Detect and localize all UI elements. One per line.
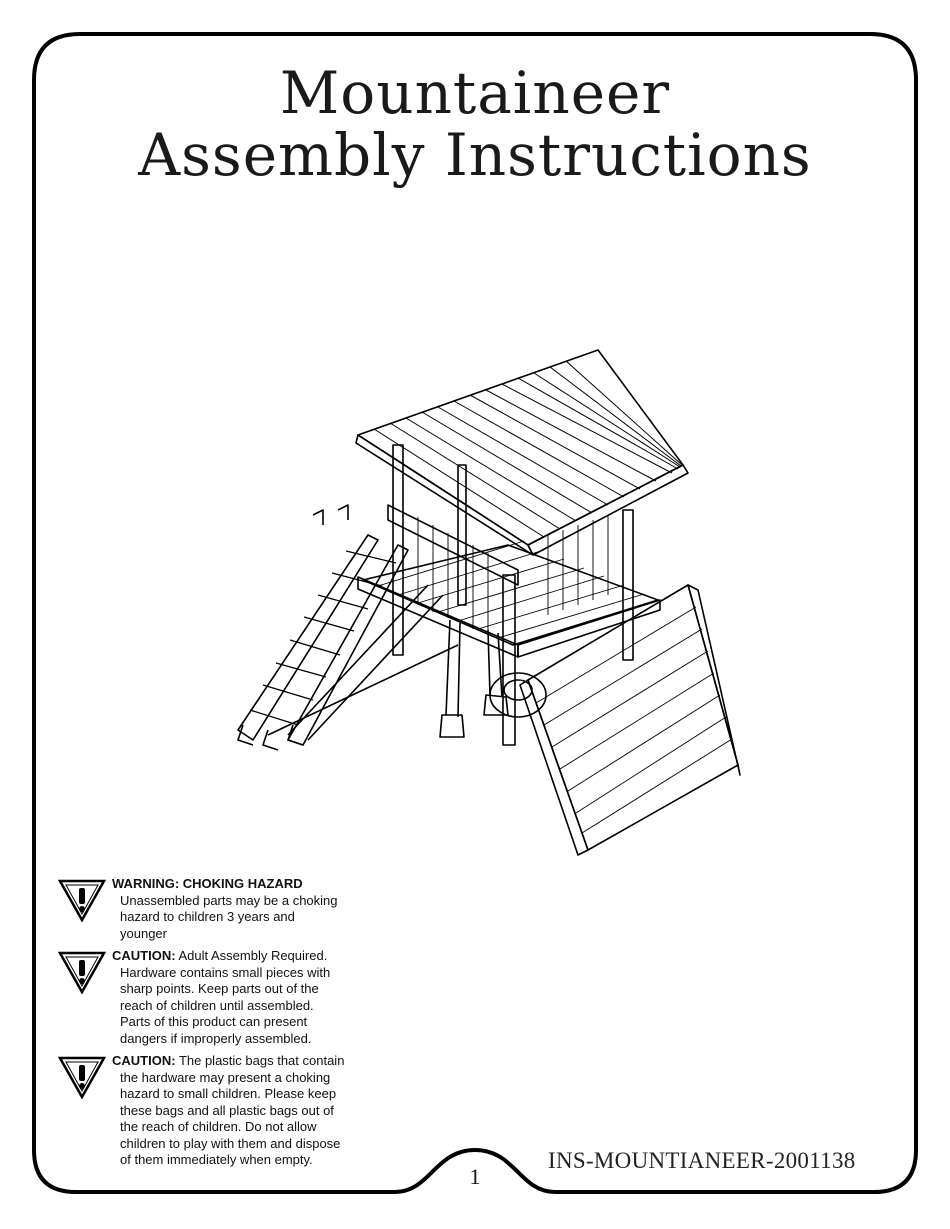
warning-line: Unassembled parts may be a choking xyxy=(120,892,338,908)
caution-block-plastic-bags: CAUTION: The plastic bags that contain t… xyxy=(58,1053,368,1169)
warning-line: Parts of this product can present xyxy=(120,1014,308,1029)
warning-line: sharp points. Keep parts out of the xyxy=(120,981,319,996)
warning-triangle-icon xyxy=(58,879,106,922)
caution-block-adult-assembly: CAUTION: Adult Assembly Required. Hardwa… xyxy=(58,948,368,1047)
warning-line: hazard to small children. Please keep xyxy=(120,1086,337,1101)
caution-heading: CAUTION: xyxy=(112,1053,176,1068)
page-number: 1 xyxy=(469,1164,481,1189)
document-id: INS-MOUNTIANEER-2001138 xyxy=(548,1148,856,1173)
warning-line: children to play with them and dispose xyxy=(120,1135,341,1151)
warning-line: reach of children until assembled. xyxy=(120,997,314,1013)
page-title-line1: Mountaineer xyxy=(279,59,671,127)
playset-illustration xyxy=(237,349,741,856)
caution-text: The plastic bags that contain xyxy=(178,1053,345,1068)
warning-block-choking: WARNING: CHOKING HAZARD Unassembled part… xyxy=(58,876,368,942)
warning-heading: WARNING: CHOKING HAZARD xyxy=(112,876,303,891)
warning-line: the hardware may present a choking xyxy=(120,1069,331,1085)
page-title-line2: Assembly Instructions xyxy=(138,121,812,189)
warning-line: of them immediately when empty. xyxy=(120,1152,313,1167)
warning-line: younger xyxy=(120,925,167,941)
warning-line: the reach of children. Do not allow xyxy=(120,1119,317,1134)
caution-heading: CAUTION: xyxy=(112,948,176,963)
warning-line: hazard to children 3 years and xyxy=(120,909,295,924)
warning-line: dangers if improperly assembled. xyxy=(120,1030,312,1046)
warning-triangle-icon xyxy=(58,1056,106,1099)
safety-warnings: WARNING: CHOKING HAZARD Unassembled part… xyxy=(58,876,368,1175)
caution-text: Adult Assembly Required. xyxy=(178,948,328,963)
warning-line: Hardware contains small pieces with xyxy=(120,964,331,980)
warning-line: these bags and all plastic bags out of xyxy=(120,1102,334,1118)
warning-triangle-icon xyxy=(58,951,106,994)
